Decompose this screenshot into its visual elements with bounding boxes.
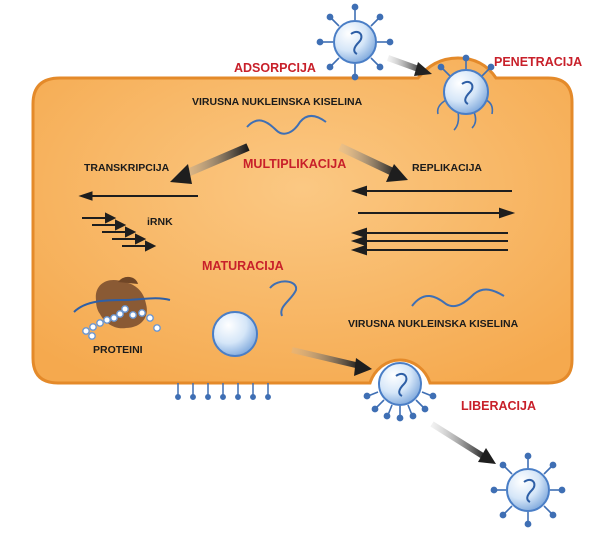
capsid-icon [212, 311, 258, 357]
process-arrow-icon [350, 185, 516, 256]
ribosome-icon [73, 276, 171, 340]
label-multiplication: MULTIPLIKACIJA [243, 157, 347, 171]
virus-icon [436, 54, 495, 131]
virus-icon [363, 362, 437, 422]
process-arrow-icon [78, 191, 198, 201]
label-maturation: MATURACIJA [202, 259, 284, 273]
process-arrow-icon [386, 55, 432, 76]
host-cell [31, 56, 574, 400]
virus-icon [316, 3, 394, 81]
receptor-icons [175, 383, 271, 400]
rna-strand-icon [246, 115, 327, 135]
process-arrow-icon [291, 347, 372, 376]
label-proteins: PROTEINI [93, 344, 143, 356]
label-adsorption: ADSORPCIJA [234, 61, 316, 75]
rna-strand-icon [411, 288, 505, 308]
label-transcription: TRANSKRIPCIJA [84, 162, 170, 174]
process-arrow-icon [82, 212, 157, 252]
label-viral-nucleic-acid-top: VIRUSNA NUKLEINSKA KISELINA [192, 96, 363, 108]
process-arrow-icon [170, 143, 408, 184]
label-viral-nucleic-acid-bottom: VIRUSNA NUKLEINSKA KISELINA [348, 318, 519, 330]
virus-icon [490, 452, 566, 528]
label-penetration: PENETRACIJA [494, 55, 583, 69]
rna-strand-icon [269, 280, 298, 317]
label-liberation: LIBERACIJA [461, 399, 537, 413]
label-replication: REPLIKACIJA [412, 162, 483, 174]
label-mrna: iRNK [147, 216, 173, 228]
process-arrow-icon [430, 421, 496, 464]
